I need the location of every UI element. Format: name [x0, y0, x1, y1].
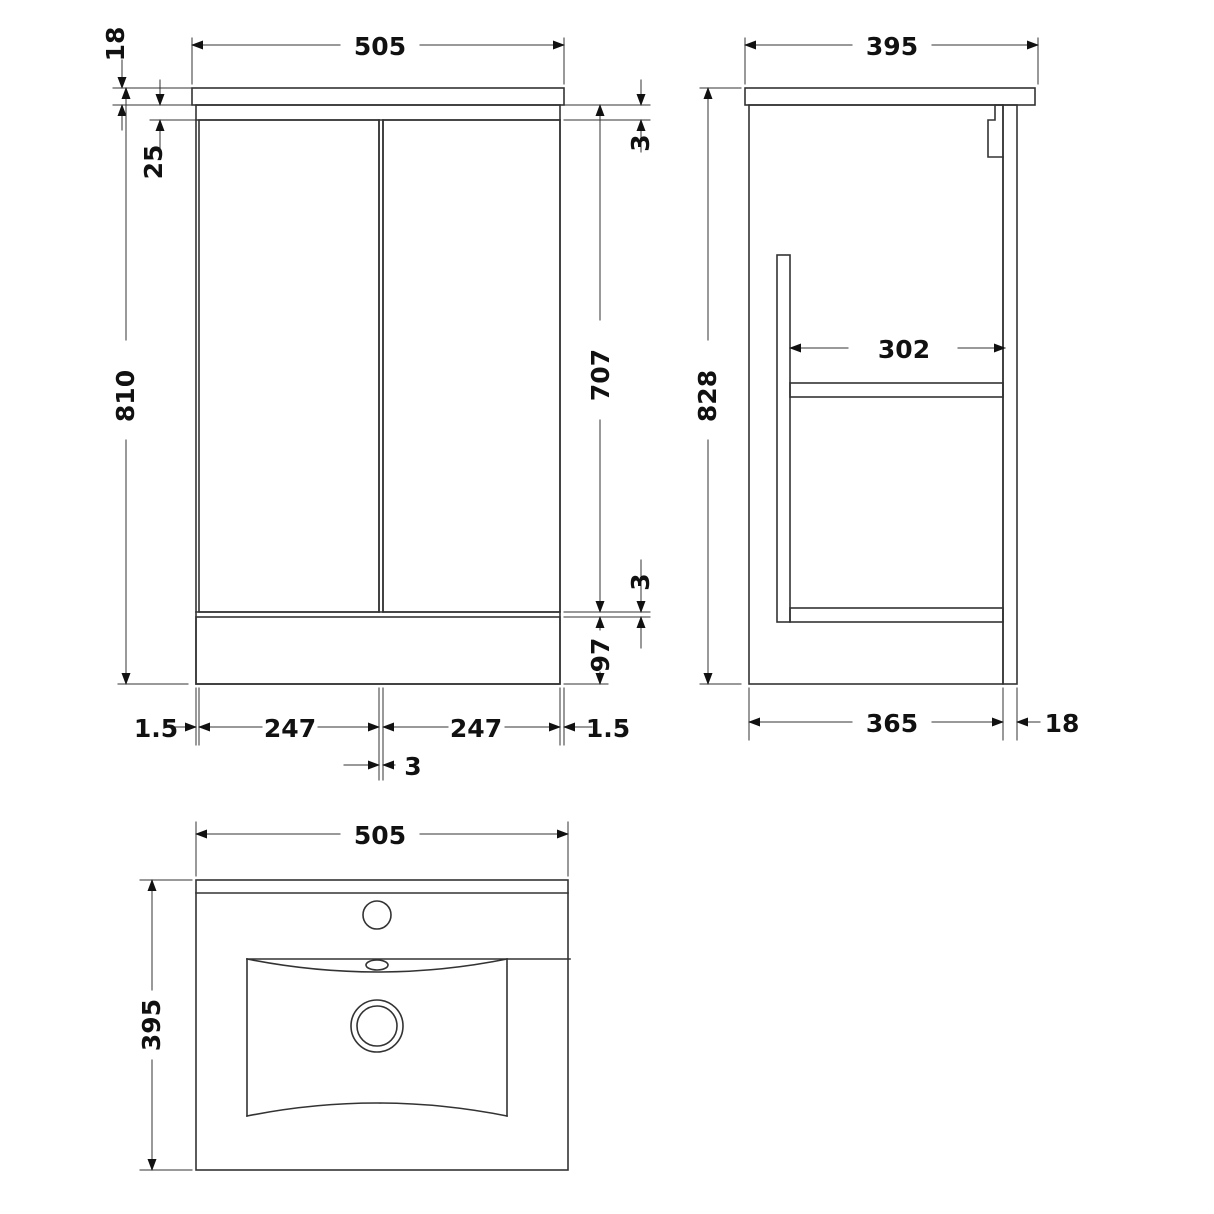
plan-waste-outlet	[350, 999, 404, 1053]
dim-label-302: 302	[878, 335, 930, 364]
dim-label-395-side: 395	[866, 32, 918, 61]
plan-bowl-recess	[246, 958, 571, 1117]
dim-label-247-left: 247	[264, 714, 316, 743]
dim-front-top-to-door	[149, 79, 197, 151]
dim-side-bottom-chain	[748, 687, 1041, 741]
dim-front-overall-width	[191, 37, 565, 85]
dim-label-18-door: 18	[1045, 709, 1080, 738]
dim-label-1-5-left: 1.5	[134, 714, 178, 743]
dim-label-247-right: 247	[450, 714, 502, 743]
basin-plan-view	[139, 821, 571, 1171]
dim-front-door-height	[563, 104, 609, 613]
dim-label-828: 828	[693, 370, 722, 422]
dim-label-810: 810	[111, 370, 140, 422]
dim-label-395-plan: 395	[137, 999, 166, 1051]
side-door-leaf	[1002, 104, 1018, 685]
side-countertop	[744, 87, 1036, 106]
side-handle-recess	[987, 104, 1004, 158]
front-door-right	[382, 119, 561, 613]
dim-plan-width	[195, 821, 569, 877]
front-door-centre-gap	[378, 119, 384, 613]
dim-label-505-plan: 505	[354, 821, 406, 850]
side-section-view	[699, 37, 1041, 741]
dim-label-1-5-right: 1.5	[586, 714, 630, 743]
front-elevation-view	[112, 37, 651, 781]
dim-side-height	[699, 87, 742, 685]
dim-front-plinth-height	[563, 616, 609, 685]
dim-plan-depth	[139, 879, 193, 1171]
dim-label-707: 707	[586, 349, 615, 401]
dim-label-3-bottom: 3	[626, 573, 655, 590]
front-door-left	[198, 119, 380, 613]
dim-front-gap-bottom	[563, 559, 651, 649]
front-plinth-panel	[195, 611, 561, 685]
dim-side-depth	[744, 37, 1039, 85]
dim-label-25: 25	[139, 145, 168, 180]
dim-front-overall-height	[117, 87, 189, 685]
side-internal-shelf	[789, 382, 1004, 398]
plan-tap-hole	[362, 900, 392, 930]
dim-label-18-top: 18	[101, 27, 130, 62]
dim-label-505-front: 505	[354, 32, 406, 61]
front-carcass-body	[195, 104, 561, 685]
dim-label-3-centre: 3	[404, 752, 421, 781]
front-countertop	[191, 87, 565, 106]
plan-overflow-slot	[365, 959, 389, 971]
plan-basin-outline	[195, 879, 569, 1171]
dim-label-3-top: 3	[626, 134, 655, 151]
side-internal-upright	[776, 254, 791, 623]
dim-front-width-chain	[167, 687, 593, 781]
side-carcass-body	[748, 104, 1004, 685]
dim-label-365: 365	[866, 709, 918, 738]
dim-label-97: 97	[586, 638, 615, 673]
side-base-rail	[789, 607, 1004, 623]
